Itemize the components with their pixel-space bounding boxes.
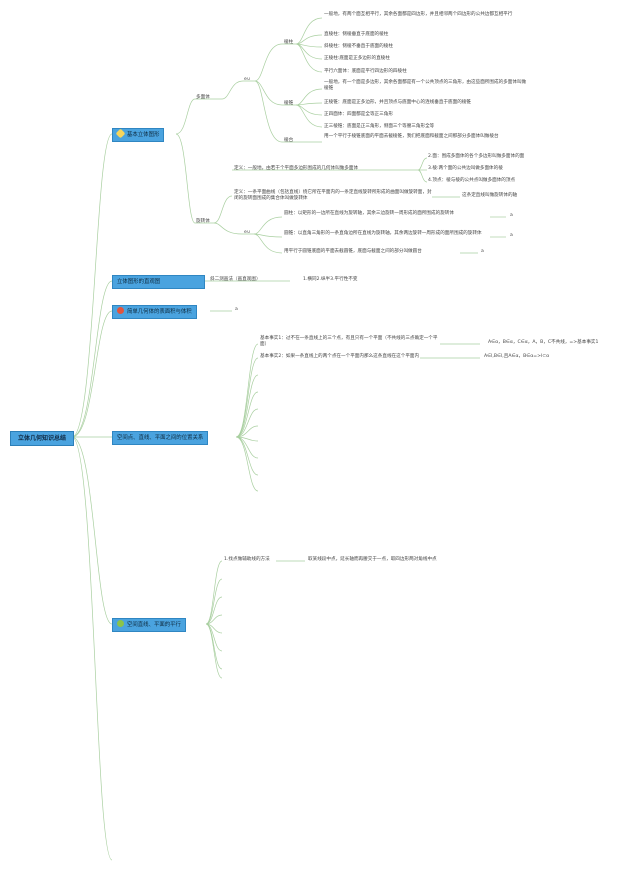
polyhedron-definition: 定义：一般地，由若干个平面多边形围成的几何体叫做多面体 bbox=[234, 166, 359, 171]
pyramid-definition: 一般地，有一个面是多边形，其余各面都是有一个公共顶点的三角形，由这些面所围成的多… bbox=[324, 80, 527, 91]
prism-definition: 一般地，有两个面互相平行，其余各面都是四边形，并且相邻两个四边形的公共边都互相平… bbox=[324, 12, 513, 17]
basic-fact-1-symbolic: A∈α，B∈α，C∈α，A，B，C不共线，=>基本事实1 bbox=[488, 340, 599, 345]
auxiliary-line-detail: 取某线段中点，延长轴而再腰交于一点，取四边形两对角线中点 bbox=[308, 557, 437, 562]
oblique-drawing-method: 斜二测画法（画直观图） bbox=[210, 277, 261, 282]
frustum-label[interactable]: 棱台 bbox=[284, 138, 294, 143]
basic-fact-1: 基本事实1：过不在一条直线上的三个点，有且只有一个平面（不共线的三点确定一个平面… bbox=[260, 336, 438, 347]
regular-pyramid: 正棱锥：底面是正多边形，并且顶点与底面中心的连线垂直于底面的棱锥 bbox=[324, 100, 472, 105]
revolution-definition: 定义：一条平面曲线（包括直线）绕它所在平面内的一条定直线旋转所形成的曲面叫做旋转… bbox=[234, 190, 432, 201]
polyhedron-face: 2.面：围成多面体的各个多边形叫做多面体的面 bbox=[428, 154, 525, 159]
regular-triangular-pyramid: 正三棱锥：底面是正三角形，侧面三个等腰三角形全等 bbox=[324, 124, 435, 129]
revolution-label[interactable]: 旋转体 bbox=[196, 219, 210, 224]
pyramid-label[interactable]: 棱锥 bbox=[284, 101, 294, 106]
parallelepiped: 平行六面体：底面是平行四边形的四棱柱 bbox=[324, 69, 407, 74]
frustum-definition: 用一个平行于棱锥底面的平面去截棱锥，我们把底面和截面之间那部分多面体叫做棱台 bbox=[324, 134, 499, 139]
branch-parallel-lines-planes[interactable]: 空间直线、平面的平行 bbox=[112, 618, 186, 632]
cone-definition: 圆锥：以直角三角形的一条直角边所在直线为旋转轴，其余两边旋转一周形成的面所围成的… bbox=[284, 231, 482, 236]
revolution-items: e∪ bbox=[244, 230, 251, 235]
revolution-axis: 这条定直线叫做旋转体的轴 bbox=[462, 193, 518, 198]
basic-fact-2: 基本事实2：如果一条直线上的两个点在一个平面内那么这条直线在这个平面内 bbox=[260, 354, 420, 359]
oblique-prism: 斜棱柱：侧棱不垂直于底面的棱柱 bbox=[324, 44, 393, 49]
leaf-icon bbox=[117, 620, 124, 627]
polyhedron-edge: 3.棱:两个面的公共边叫做多面体的棱 bbox=[428, 166, 503, 171]
polyhedron-vertex: 4.顶点：棱与棱的公共点叫做多面体的顶点 bbox=[428, 178, 516, 183]
right-prism: 直棱柱：侧棱垂直于底面的棱柱 bbox=[324, 32, 389, 37]
truncated-cone-leaf: a bbox=[481, 249, 484, 254]
polyhedron-items: e∪ bbox=[244, 77, 251, 82]
branch-positional-relations[interactable]: 空间点、直线、平面之间的位置关系 bbox=[112, 431, 209, 445]
surface-area-leaf: a bbox=[235, 307, 238, 312]
polyhedron-label[interactable]: 多面体 bbox=[196, 95, 210, 100]
root-topic[interactable]: 立体几何知识总结 bbox=[10, 431, 74, 446]
cylinder-definition: 圆柱：以矩形的一边所在直线为旋转轴，其余三边旋转一周形成的面所围成的旋转体 bbox=[284, 211, 454, 216]
truncated-cone-definition: 用平行于圆锥底面的平面去截圆锥，底面与截面之间的部分叫做圆台 bbox=[284, 249, 422, 254]
prism-label[interactable]: 棱柱 bbox=[284, 40, 294, 45]
branch-surface-area-volume[interactable]: 简单几何体的表面积与体积 bbox=[112, 305, 197, 319]
regular-tetrahedron: 正四面体：四面都是全等正三角形 bbox=[324, 112, 393, 117]
basic-fact-2-symbolic: A∈l,B∈l,且A∈α，B∈α=>l⊂α bbox=[484, 354, 550, 359]
fire-icon bbox=[117, 307, 124, 314]
auxiliary-line-method: 1.找点做辅助线的方法 bbox=[224, 557, 270, 562]
oblique-drawing-rule: 1.横同2.纵半3.平行性不变 bbox=[303, 277, 358, 282]
branch-intuitive-drawing[interactable]: 立体图形的直观图 bbox=[112, 275, 205, 289]
diamond-icon bbox=[115, 128, 126, 139]
cylinder-leaf: a bbox=[510, 213, 513, 218]
cone-leaf: a bbox=[510, 233, 513, 238]
branch-basic-solids[interactable]: 基本立体图形 bbox=[112, 128, 165, 142]
regular-prism: 正棱柱:底面是正多边形的直棱柱 bbox=[324, 56, 390, 61]
